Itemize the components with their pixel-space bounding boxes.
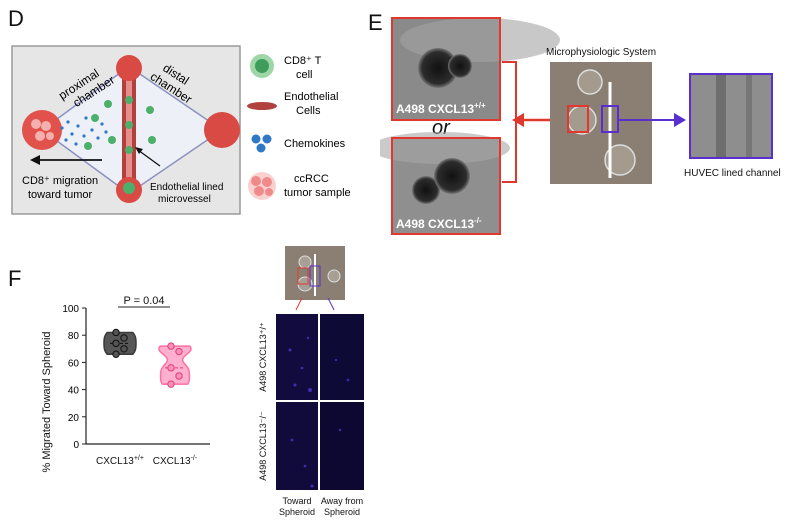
- red-arrow: [512, 113, 524, 127]
- system-title: Microphysiologic System: [546, 47, 656, 58]
- data-point: [120, 345, 128, 353]
- tumor-sample-icon: [248, 172, 276, 200]
- panel-e-letter: E: [368, 10, 383, 35]
- microvessel-pointer: [137, 149, 161, 167]
- panel-d-diagram: proximalchamber distalchamber CD8⁺ migra…: [11, 45, 351, 215]
- y-tick-label: 60: [68, 358, 80, 369]
- y-tick-label: 80: [68, 331, 80, 342]
- endothelial-cell-icon: [247, 102, 277, 110]
- p-value: P = 0.04: [123, 295, 164, 307]
- bottom-micrograph-label: A498 CXCL13-/-: [396, 216, 482, 231]
- chemokine-icon: [251, 134, 272, 153]
- fluor-toward-plus: [276, 314, 318, 400]
- legend-chemokines: Chemokines: [284, 138, 346, 150]
- tumor-port: [22, 110, 62, 150]
- data-point: [112, 328, 120, 337]
- red-bracket: [502, 61, 517, 183]
- x-label-1: CXCL13+/+: [96, 455, 144, 467]
- huvec-label: HUVEC lined channel: [684, 168, 781, 179]
- violin-shape: [158, 345, 192, 385]
- data-point: [120, 334, 128, 342]
- data-point: [175, 347, 183, 356]
- purple-arrow: [674, 113, 686, 127]
- data-point: [175, 372, 183, 380]
- data-point: [167, 380, 175, 388]
- t-cell-icon: [250, 54, 274, 78]
- red-selection-box: [567, 105, 589, 133]
- y-tick-label: 0: [73, 440, 79, 451]
- top-micrograph-label: A498 CXCL13+/+: [396, 101, 486, 116]
- data-point: [112, 350, 120, 358]
- fluor-away-minus: [320, 402, 364, 490]
- data-point: [167, 364, 175, 372]
- panel-e-figure: A498 CXCL13+/+ or A498 CXCL13-/- Microph…: [380, 17, 781, 235]
- row-label-plus: A498 CXCL13⁺/⁺: [258, 322, 268, 392]
- row-label-minus: A498 CXCL13⁻/⁻: [258, 411, 268, 481]
- y-tick-label: 20: [68, 413, 80, 424]
- data-point: [112, 339, 120, 348]
- y-tick-label: 40: [68, 386, 80, 397]
- panel-d-letter: D: [8, 6, 24, 31]
- violin-chart: % Migrated Toward Spheroid 020406080100 …: [41, 295, 210, 473]
- x-label-2: CXCL13-/-: [153, 455, 198, 467]
- data-point: [167, 342, 175, 350]
- fluor-toward-minus: [276, 402, 318, 490]
- panel-f-letter: F: [8, 266, 22, 291]
- y-tick-label: 100: [62, 304, 79, 315]
- fluor-away-plus: [320, 314, 364, 400]
- top-port: [116, 55, 142, 81]
- distal-port: [204, 112, 240, 148]
- y-axis-label: % Migrated Toward Spheroid: [41, 331, 53, 472]
- huvec-image: [690, 74, 772, 158]
